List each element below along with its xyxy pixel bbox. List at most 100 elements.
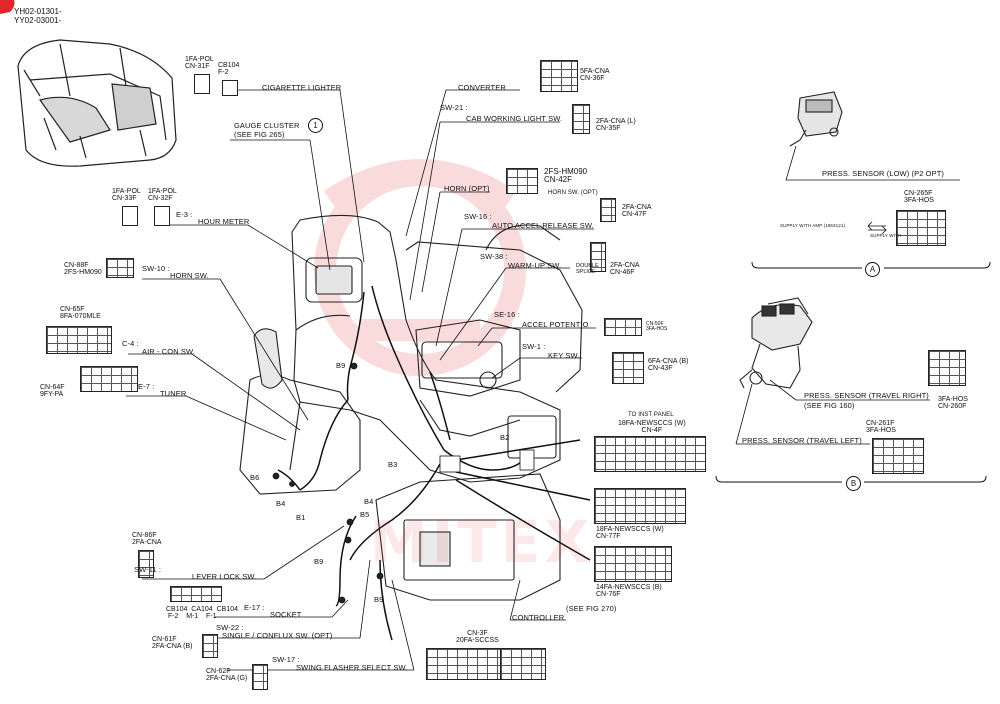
cb104-f2-top-box: [222, 80, 238, 96]
socket-grids: [170, 586, 222, 602]
cn88f-grid: [106, 258, 134, 278]
cn64f-ref: CN-64F 9FY-PA: [40, 384, 65, 399]
label-controller: CONTROLLER: [512, 613, 565, 622]
label-hour-meter: HOUR METER: [198, 217, 250, 226]
label-press-travel-right: PRESS. SENSOR (TRAVEL RIGHT): [804, 391, 929, 400]
cn61f-ref: CN-61F 2FA-CNA (B): [152, 636, 193, 651]
cn265f-grid: [896, 210, 946, 246]
label-horn-sw: HORN SW.: [170, 271, 209, 280]
cn50f-grid: [604, 318, 642, 336]
cn36f-grid: [540, 60, 578, 92]
cb104-ca104-ref: CB104 CA104 CB104 F-2 M-1 F-1: [166, 606, 238, 621]
label-see-fig-160: (SEE FIG 160): [804, 401, 855, 410]
cn77f-grid: [594, 488, 686, 524]
label-sw10: SW-10 :: [142, 264, 170, 273]
cn62f-grid: [252, 664, 268, 690]
double-splice-note: DOUBLE SPLICE: [576, 263, 599, 275]
label-see-fig-265: (SEE FIG 265): [234, 130, 285, 139]
label-press-travel-left: PRESS. SENSOR (TRAVEL LEFT): [742, 436, 862, 445]
cn261f-ref: CN-261F 3FA-HOS: [866, 420, 896, 435]
label-sw17: SW-17 :: [272, 655, 300, 664]
watermark-emblem: [314, 159, 526, 376]
label-sw1: SW-1 :: [522, 342, 546, 351]
tag-b2: B2: [500, 433, 510, 442]
tag-b4-mid: B4: [364, 497, 374, 506]
tag-b4-left: B4: [276, 499, 286, 508]
callout-1[interactable]: 1: [308, 118, 323, 133]
cn64f-grid: [80, 366, 138, 392]
cn50f-ref: CN-50F 3FA-HOS: [646, 321, 668, 333]
tag-b5: B5: [360, 510, 370, 519]
label-swing-flasher: SWING FLASHER SELECT SW.: [296, 663, 408, 672]
label-sw22: SW-22 :: [216, 623, 244, 632]
tag-b3: B3: [388, 460, 398, 469]
corner-tab: [0, 0, 15, 14]
label-sw21: SW-21 :: [440, 103, 468, 112]
label-cab-working-light: CAB WORKING LIGHT SW.: [466, 114, 563, 123]
label-see-fig-270: (SEE FIG 270): [566, 604, 617, 613]
supply-with-amp-note: SUPPLY WITH AMP (1563121): [780, 223, 846, 228]
label-sw16: SW-16 :: [464, 212, 492, 221]
doc-code-2: YY02-03001-: [14, 16, 62, 25]
cn76f-ref: 14FA-NEWSCCS (B) CN-76F: [596, 584, 662, 599]
cn35f-ref: 2FA-CNA (L) CN-35F: [596, 118, 636, 133]
cn31f-box: [194, 74, 210, 94]
label-single-conflux: SINGLE / CONFLUX SW. (OPT): [222, 631, 333, 640]
callout-a[interactable]: A: [865, 262, 880, 277]
label-cigarette-lighter: CIGARETTE LIGHTER: [262, 83, 342, 92]
cn62f-ref: CN-62F 2FA-CNA (G): [206, 668, 248, 683]
cn65f-grid: [46, 326, 112, 354]
callout-b[interactable]: B: [846, 476, 861, 491]
cb104-f2-top-ref: CB104 F-2: [218, 62, 240, 77]
leader-lines: [126, 89, 960, 671]
tag-b9-upper: B9: [336, 361, 346, 370]
supply-with-note: SUPPLY WITH: [870, 233, 902, 238]
watermark-text: MITEX: [370, 508, 594, 576]
cn47f-ref: 2FA-CNA CN-47F: [622, 204, 652, 219]
tag-b1: B1: [296, 513, 306, 522]
to-inst-panel: TO INST PANEL: [628, 412, 674, 418]
tag-b9-bottom: B9: [374, 595, 384, 604]
label-socket: SOCKET: [270, 610, 302, 619]
label-e3: E-3 :: [176, 210, 193, 219]
label-press-low: PRESS. SENSOR (LOW) (P2 OPT): [822, 169, 944, 178]
horn-sw-opt-note: HORN SW. (OPT): [548, 190, 598, 196]
cn86f-ref: CN-86F 2FA-CNA: [132, 532, 162, 547]
cn260f-ref: 3FA-HOS CN-260F: [938, 396, 968, 411]
label-e7: E-7 :: [138, 382, 155, 391]
label-tuner: TUNER: [160, 389, 187, 398]
label-sw38: SW-38 :: [480, 252, 508, 261]
label-lever-lock: LEVER LOCK SW.: [192, 572, 257, 581]
cn32f-ref: 1FA-POL CN-32F: [148, 188, 177, 203]
cn32f-box: [154, 206, 170, 226]
label-key-sw: KEY SW.: [548, 351, 580, 360]
cn46f-grid: [590, 242, 606, 272]
label-e17: E-17 :: [244, 603, 265, 612]
cn88f-ref: CN-88F 2FS-HM090: [64, 262, 102, 277]
cn65f-ref: CN-65F 8FA-070MLE: [60, 306, 101, 321]
label-gauge-cluster: GAUGE CLUSTER: [234, 121, 300, 130]
cn3f-ref: CN-3F 20FA-SCCSS: [456, 630, 499, 645]
cn42f-grid: [506, 168, 538, 194]
press-sensor-low-drawing: [789, 91, 843, 147]
cab-overview-sketch: [17, 39, 177, 167]
console-housing: [239, 214, 583, 601]
tag-b9-lower: B9: [314, 557, 324, 566]
label-se16: SE-16 :: [494, 310, 520, 319]
cn86f-grid: [138, 550, 154, 578]
cn43f-ref: 6FA-CNA (B) CN-43F: [648, 358, 689, 373]
cn47f-grid: [600, 198, 616, 222]
label-auto-accel: AUTO ACCEL RELEASE SW.: [492, 221, 594, 230]
section-dividers: [715, 261, 991, 483]
cn36f-ref: 5FA-CNA CN-36F: [580, 68, 610, 83]
cn33f-ref: 1FA-POL CN-33F: [112, 188, 141, 203]
label-accel-potentio: ACCEL POTENTIO: [522, 320, 589, 329]
cn4f-ref: 18FA-NEWSCCS (W) CN-4F: [618, 420, 686, 435]
cn77f-ref: 18FA-NEWSCCS (W) CN-77F: [596, 526, 664, 541]
cn265f-ref: CN-265F 3FA-HOS: [904, 190, 934, 205]
label-horn-opt: HORN (OPT): [444, 184, 490, 193]
cn260f-grid: [928, 350, 966, 386]
label-sw11: SW-11 :: [134, 565, 162, 574]
label-c4: C-4 :: [122, 339, 139, 348]
cn35f-grid: [572, 104, 590, 134]
